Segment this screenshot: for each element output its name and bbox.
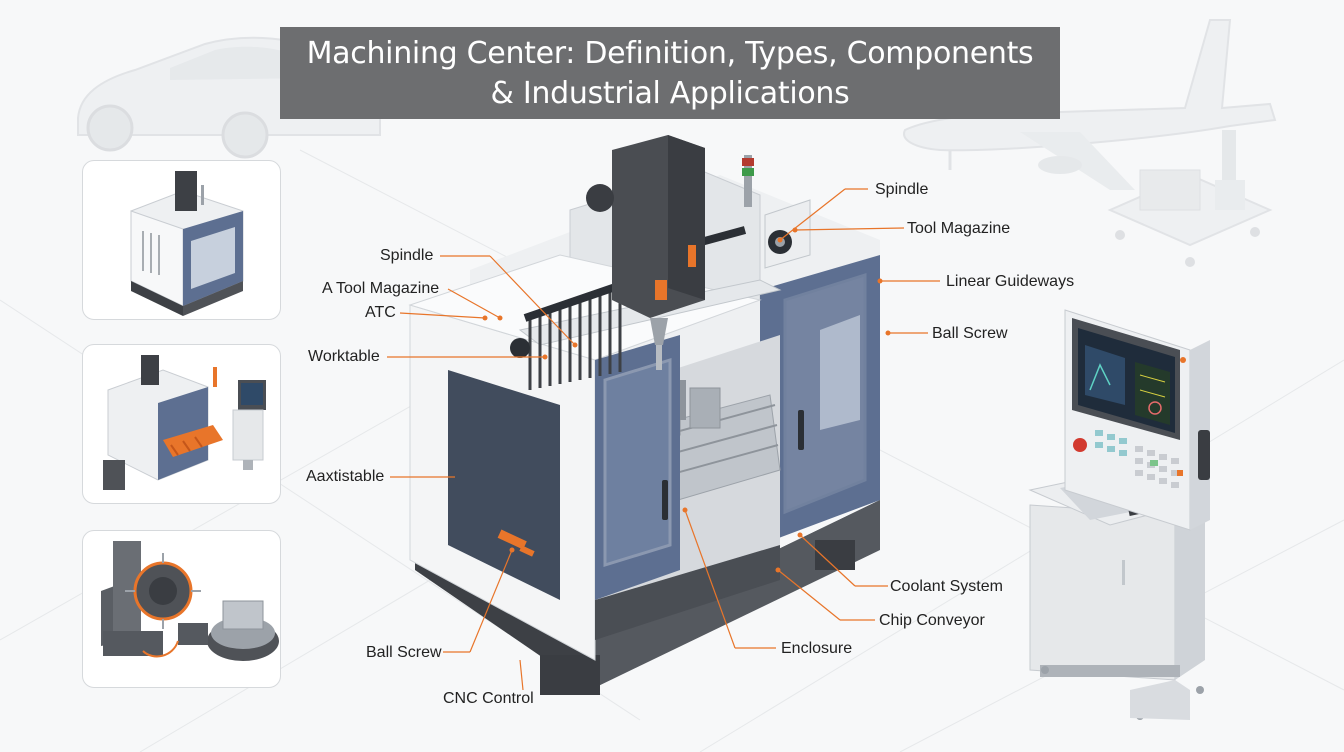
callout-tool-magazine-left: A Tool Magazine [322, 280, 440, 297]
machining-center-machine [408, 135, 880, 695]
machining-center-with-controller-icon [103, 355, 266, 490]
title-line-2: & Industrial Applications [490, 76, 850, 111]
title-line-1: Machining Center: Definition, Types, Com… [306, 36, 1034, 71]
callout-spindle-right: Spindle [875, 181, 929, 198]
callout-ball-screw-left: Ball Screw [366, 644, 442, 661]
tool-magazine-tools [528, 284, 622, 390]
callout-atc: ATC [365, 304, 396, 321]
callout-tool-magazine-right: Tool Magazine [907, 220, 1011, 237]
cnc-control-panel-illustration [1028, 309, 1210, 720]
thumbnail-machining-center-with-controller[interactable] [82, 344, 281, 504]
horizontal-machining-center-icon [101, 541, 279, 661]
fixture-background-icon [1107, 130, 1273, 267]
callout-spindle-left: Spindle [380, 247, 434, 264]
callout-cnc-control: CNC Control [443, 690, 534, 707]
page-title: Machining Center: Definition, Types, Com… [280, 27, 1060, 119]
callout-ball-screw-right: Ball Screw [932, 325, 1008, 342]
callout-chip-conveyor: Chip Conveyor [879, 612, 985, 629]
vertical-machining-center-icon [130, 171, 244, 316]
thumbnail-horizontal-machining-center[interactable] [82, 530, 281, 688]
callout-dots [482, 227, 891, 573]
callout-leaders [387, 188, 940, 691]
callout-linear-guideways: Linear Guideways [946, 273, 1075, 290]
callout-coolant-system: Coolant System [890, 578, 1003, 595]
callout-worktable: Worktable [308, 348, 380, 365]
thumbnail-vertical-machining-center[interactable] [82, 160, 281, 320]
callout-axistable: Aaxtistable [306, 468, 385, 485]
callout-enclosure: Enclosure [781, 640, 853, 657]
